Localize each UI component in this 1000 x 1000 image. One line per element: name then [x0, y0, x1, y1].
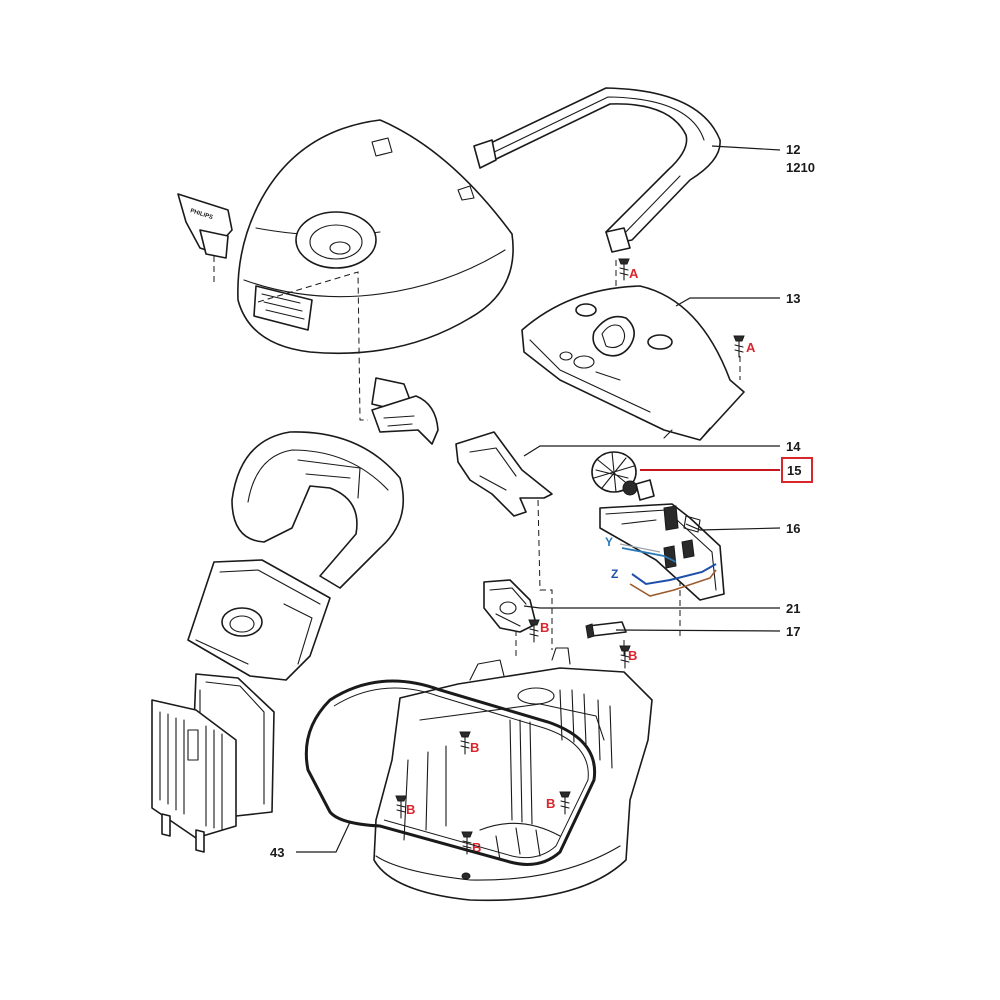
- bag-holder-part[interactable]: [187, 559, 331, 681]
- callout-43: 43: [270, 845, 284, 860]
- exhaust-grille-part[interactable]: [151, 699, 237, 853]
- screw-b-housing-1[interactable]: B: [459, 731, 479, 755]
- wire-y[interactable]: Y: [605, 535, 677, 563]
- brand-badge-part[interactable]: PHILIPS: [177, 193, 233, 259]
- callout-14: 14: [786, 439, 801, 454]
- screw-label-b-clip: B: [628, 648, 637, 663]
- screw-b-housing-4[interactable]: B: [461, 831, 481, 855]
- callout-13: 13: [786, 291, 800, 306]
- callout-12: 12: [786, 142, 800, 157]
- pcb-module-part[interactable]: [599, 503, 725, 601]
- handle-part[interactable]: [473, 87, 721, 253]
- screw-label-a-left: A: [629, 266, 639, 281]
- screw-b-housing-2[interactable]: B: [395, 795, 415, 819]
- screw-label-a-right: A: [746, 340, 756, 355]
- screw-label-b-cable-reel: B: [540, 620, 549, 635]
- screw-label-b-housing-4: B: [472, 840, 481, 855]
- cable-clip-part[interactable]: [585, 621, 627, 639]
- screw-a-left[interactable]: A: [618, 258, 639, 281]
- bag-holder-latch-part[interactable]: [455, 431, 553, 517]
- latch-mechanism-part[interactable]: [371, 377, 439, 445]
- motor-fan-part[interactable]: [591, 451, 655, 501]
- callout-1210: 1210: [786, 160, 815, 175]
- top-cover-part[interactable]: [521, 285, 745, 441]
- wire-label-y: Y: [605, 535, 613, 549]
- callout-16: 16: [786, 521, 800, 536]
- callout-15: 15: [787, 463, 801, 478]
- bag-collar-part[interactable]: [231, 431, 405, 589]
- top-hood-part[interactable]: [237, 119, 514, 355]
- screw-b-housing-3[interactable]: B: [546, 791, 571, 815]
- highlight-box: [781, 457, 813, 483]
- gasket-part[interactable]: [304, 679, 597, 866]
- leader-lines: [296, 145, 781, 853]
- screw-a-right[interactable]: A: [733, 335, 756, 358]
- screw-b-clip[interactable]: B: [619, 645, 637, 669]
- screw-label-b-housing-3: B: [546, 796, 555, 811]
- wire-z[interactable]: Z: [611, 563, 717, 597]
- callout-17: 17: [786, 624, 800, 639]
- wire-label-z: Z: [611, 567, 618, 581]
- screw-label-b-housing-1: B: [470, 740, 479, 755]
- screw-b-cable-reel[interactable]: B: [528, 619, 549, 643]
- screw-label-b-housing-2: B: [406, 802, 415, 817]
- callout-21: 21: [786, 601, 800, 616]
- cable-reel-part[interactable]: [483, 579, 537, 633]
